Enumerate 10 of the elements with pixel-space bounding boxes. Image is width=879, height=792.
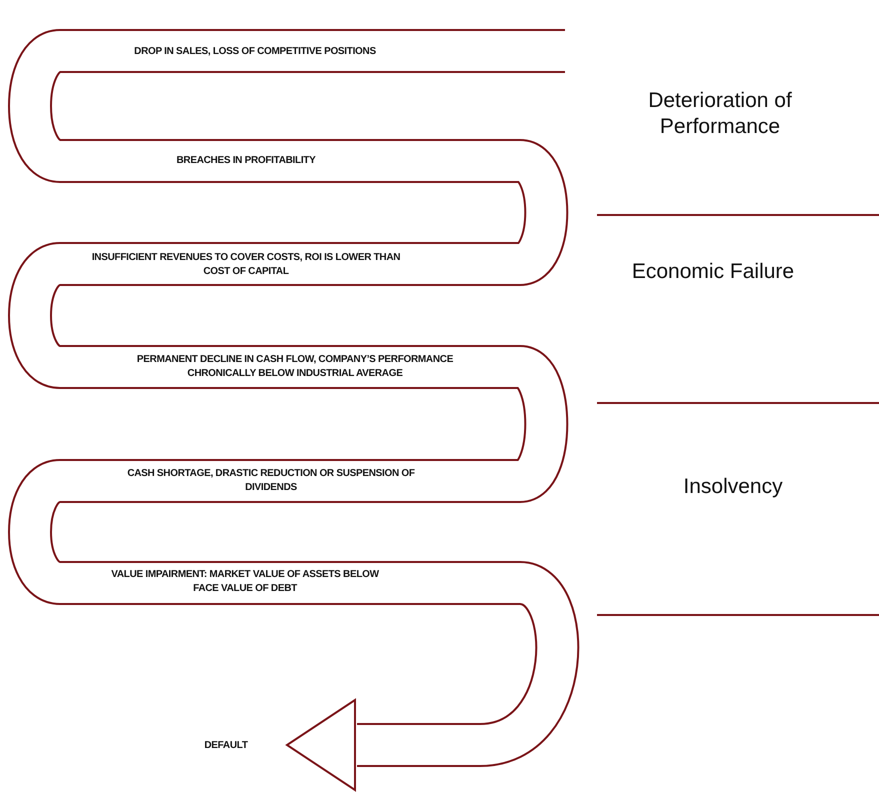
stage-label: Insolvency: [682, 474, 784, 500]
step-text: VALUE IMPAIRMENT: MARKET VALUE OF ASSETS BELOW FACE VALUE OF DEBT: [110, 568, 380, 596]
stage-label: Economic Failure: [630, 259, 796, 285]
step-text: CASH SHORTAGE, DRASTIC REDUCTION OR SUSPENSION OF DIVIDENDS: [126, 467, 416, 495]
step-text: DEFAULT: [203, 739, 249, 753]
stage-label: Deterioration of Performance: [647, 88, 793, 140]
step-text: PERMANENT DECLINE IN CASH FLOW, COMPANY’S PERFORMANCE CHRONICALLY BELOW INDUSTRIAL AVERAGE: [136, 353, 454, 381]
step-text: DROP IN SALES, LOSS OF COMPETITIVE POSITIONS: [133, 45, 377, 59]
step-text: BREACHES IN PROFITABILITY: [176, 154, 316, 168]
step-text: INSUFFICIENT REVENUES TO COVER COSTS, ROI IS LOWER THAN COST OF CAPITAL: [90, 251, 402, 279]
